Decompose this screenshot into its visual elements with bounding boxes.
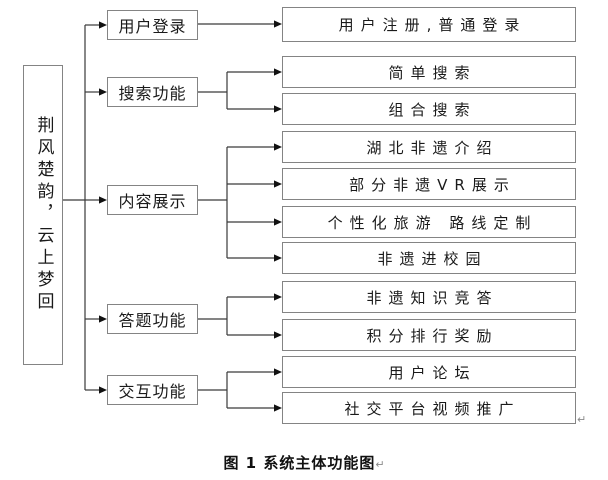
leaf-node-3-1: 积分排行奖励 [282, 319, 576, 351]
branch-node-4: 交互功能 [107, 375, 198, 405]
leaf-node-4-0-label: 用户论坛 [388, 363, 477, 382]
branch-node-0: 用户登录 [107, 10, 198, 40]
leaf-node-3-1-label: 积分排行奖励 [366, 326, 499, 345]
figure-caption: 图 1 系统主体功能图 [223, 454, 376, 472]
leaf-node-4-1: 社交平台视频推广 [282, 392, 576, 424]
branch-node-1-label: 搜索功能 [118, 84, 187, 103]
leaf-node-0-0: 用户注册,普通登录 [282, 6, 576, 42]
branch-node-4-label: 交互功能 [118, 382, 187, 401]
leaf-node-1-1: 组合搜索 [282, 93, 576, 125]
leaf-node-3-0: 非遗知识竞答 [282, 281, 576, 313]
leaf-node-2-1-label: 部分非遗VR展示 [349, 175, 516, 194]
leaf-node-2-2-label: 个性化旅游 路线定制 [327, 213, 538, 232]
leaf-node-1-0: 简单搜索 [282, 56, 576, 88]
leaf-node-2-0: 湖北非遗介绍 [282, 131, 576, 163]
branch-node-0-label: 用户登录 [118, 17, 187, 36]
leaf-node-0-0-label: 用户注册,普通登录 [338, 15, 527, 34]
branch-node-1: 搜索功能 [107, 77, 198, 107]
figure-caption-row: 图 1 系统主体功能图↵ [0, 452, 608, 473]
leaf-node-3-0-label: 非遗知识竞答 [366, 288, 499, 307]
caption-return-mark-icon: ↵ [375, 458, 385, 471]
leaf-node-2-1: 部分非遗VR展示 [282, 168, 576, 200]
leaf-node-1-0-label: 简单搜索 [388, 63, 477, 82]
leaf-node-4-1-label: 社交平台视频推广 [344, 399, 521, 418]
branch-node-3-label: 答题功能 [118, 311, 187, 330]
return-mark-icon: ↵ [577, 413, 587, 426]
leaf-node-1-1-label: 组合搜索 [388, 100, 477, 119]
leaf-node-2-3-label: 非遗进校园 [377, 249, 488, 268]
leaf-node-2-0-label: 湖北非遗介绍 [366, 138, 499, 157]
branch-node-2: 内容展示 [107, 185, 198, 215]
root-node: 荆风楚韵，云上梦回 [23, 65, 63, 365]
leaf-node-2-2: 个性化旅游 路线定制 [282, 206, 576, 238]
branch-node-2-label: 内容展示 [118, 192, 187, 211]
branch-node-3: 答题功能 [107, 304, 198, 334]
root-node-label: 荆风楚韵，云上梦回 [33, 116, 54, 314]
leaf-node-2-3: 非遗进校园 [282, 242, 576, 274]
leaf-node-4-0: 用户论坛 [282, 356, 576, 388]
